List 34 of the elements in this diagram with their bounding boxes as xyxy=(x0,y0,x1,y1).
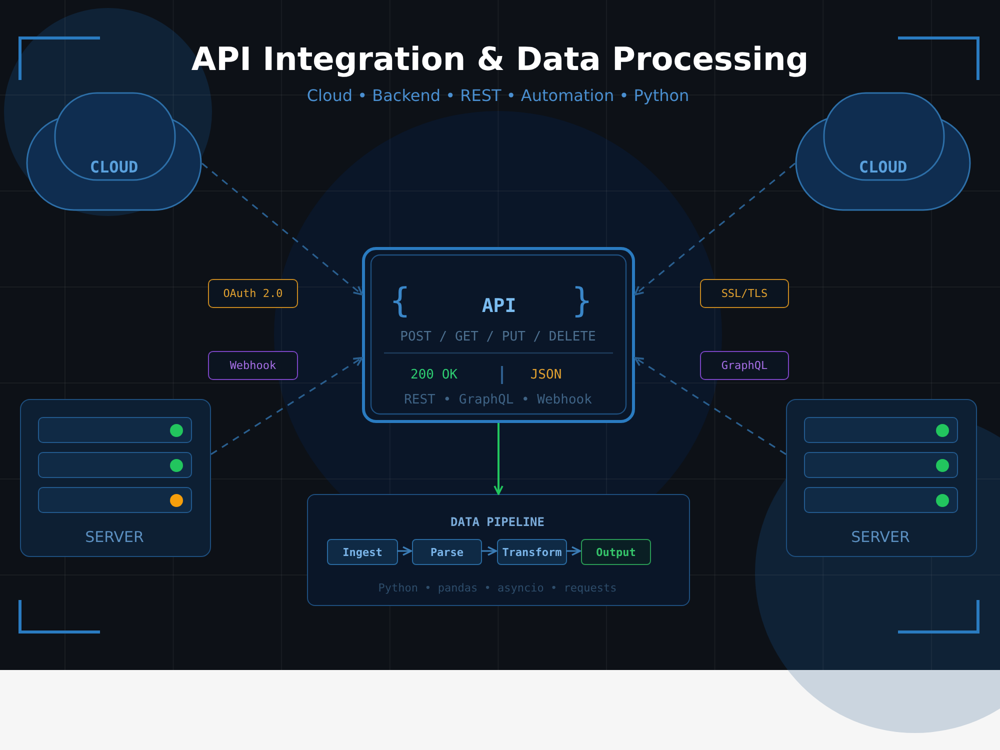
status-code: 200 OK xyxy=(410,368,458,382)
server-label: SERVER xyxy=(851,528,910,546)
brace: } xyxy=(572,281,592,321)
arrow xyxy=(210,356,363,455)
format-label: JSON xyxy=(530,368,562,382)
arrow xyxy=(481,546,497,556)
title: API Integration & Data Processing xyxy=(191,40,809,78)
arrow xyxy=(397,546,412,556)
protocol-tag: GraphQL xyxy=(700,351,789,380)
api-heading: API xyxy=(482,295,516,317)
cloud-label: CLOUD xyxy=(858,158,908,176)
pipeline-step: Output xyxy=(581,539,651,565)
http-methods: POST / GET / PUT / DELETE xyxy=(400,330,596,344)
protocol-list: REST • GraphQL • Webhook xyxy=(404,392,592,408)
protocol-tag: OAuth 2.0 xyxy=(208,279,298,308)
brace: { xyxy=(390,281,410,321)
arrow xyxy=(202,162,363,296)
arrow xyxy=(634,162,796,296)
pipeline-heading: DATA PIPELINE xyxy=(450,514,544,528)
arrow xyxy=(634,356,786,455)
pipeline-step: Ingest xyxy=(327,539,398,565)
subtitle: Cloud • Backend • REST • Automation • Python xyxy=(306,86,690,105)
arrow xyxy=(494,423,504,495)
pipeline-step: Transform xyxy=(497,539,567,565)
server-box xyxy=(20,399,211,557)
pipeline-panel xyxy=(307,494,690,606)
server-label: SERVER xyxy=(85,528,144,546)
protocol-tag: Webhook xyxy=(208,351,298,380)
protocol-tag: SSL/TLS xyxy=(700,279,789,308)
arrow xyxy=(566,546,581,556)
library-list: Python • pandas • asyncio • requests xyxy=(378,581,617,594)
cloud-label: CLOUD xyxy=(90,158,138,176)
pipeline-step: Parse xyxy=(412,539,482,565)
server-box xyxy=(786,399,977,557)
